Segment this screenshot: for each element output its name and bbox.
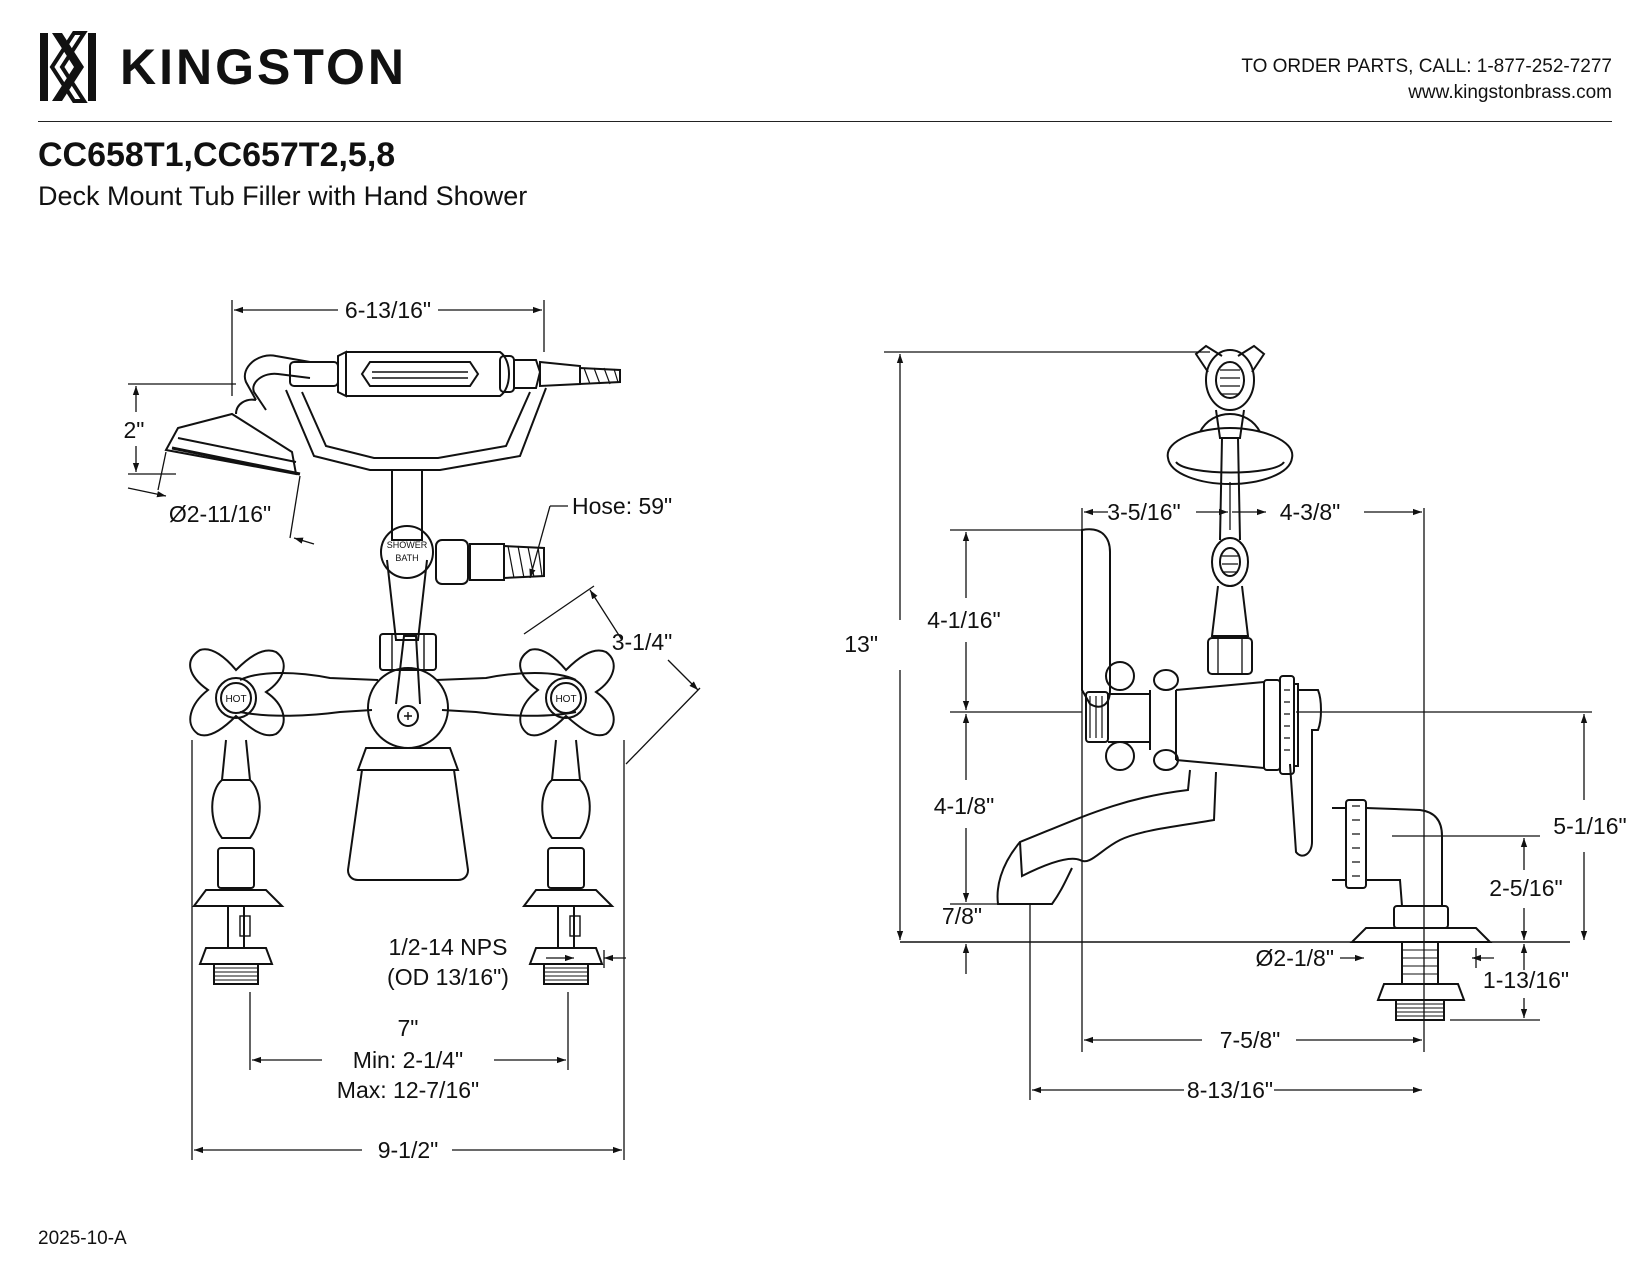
dim-outlet-height: 5-1/16" [1553,813,1626,839]
dim-spread-max: Max: 12-7/16" [337,1077,479,1103]
dim-depth-front: 3-5/16" [1107,499,1180,525]
dim-upper-height: 4-1/16" [927,607,1000,633]
brand-block: KINGSTON [38,28,407,106]
side-inlet-elbow [1332,799,1493,1021]
side-spout [996,769,1217,905]
side-shower-head [1166,344,1294,486]
hand-shower-head [164,354,311,476]
side-body [1149,669,1322,857]
dim-hose-length: Hose: 59" [572,493,672,519]
side-view [900,344,1570,1021]
dim-thread-size: 1/2-14 NPS [389,934,508,960]
front-view: SHOWER BATH [164,350,621,985]
left-handle-label: HOT [225,694,246,705]
dim-depth-mid: 7-5/8" [1220,1027,1281,1053]
dim-shower-width: 6-13/16" [345,297,431,323]
model-number: CC658T1,CC657T2,5,8 [38,136,396,174]
contact-info: TO ORDER PARTS, CALL: 1-877-252-7277 www… [1241,54,1612,106]
right-handle-label: HOT [555,694,576,705]
hand-shower-cradle [285,350,621,471]
upper-hex-nut [379,633,437,671]
right-cross-handle [519,648,615,985]
left-cross-handle [189,648,285,985]
brand-name: KINGSTON [120,39,407,95]
dim-shank-length: 1-13/16" [1483,967,1569,993]
order-phone: TO ORDER PARTS, CALL: 1-877-252-7277 [1241,56,1612,77]
diverter-label-bottom: BATH [395,553,418,563]
faucet-body [239,635,577,881]
dim-overall-width: 9-1/2" [378,1137,439,1163]
dim-total-height: 13" [844,631,878,657]
dim-shower-height: 2" [124,417,145,443]
website-link[interactable]: www.kingstonbrass.com [1408,82,1612,103]
header-divider [38,121,1612,122]
dim-depth-back: 4-3/8" [1280,499,1341,525]
dim-handle-diagonal: 3-1/4" [612,629,673,655]
side-view-dimensions [884,351,1592,1100]
diverter-assembly [380,469,545,641]
side-riser [1207,437,1253,675]
dim-shower-diameter: Ø2-11/16" [169,501,271,527]
dim-spout-clearance: 7/8" [942,903,982,929]
dim-flange-diameter: Ø2-1/8" [1256,945,1334,971]
kingston-logo-icon [40,31,96,103]
dim-spread-min: Min: 2-1/4" [353,1047,463,1073]
side-diverter-lever [1081,528,1111,708]
dim-inlet-height: 2-5/16" [1489,875,1562,901]
dim-spread-nominal: 7" [398,1015,419,1041]
dim-thread-od: (OD 13/16") [387,964,509,990]
document-revision: 2025-10-A [38,1228,127,1249]
dim-depth-total: 8-13/16" [1187,1077,1273,1103]
front-view-dimensions [127,300,701,1160]
product-description: Deck Mount Tub Filler with Hand Shower [38,181,528,211]
side-cross-handle [1085,661,1151,771]
diverter-label-top: SHOWER [387,540,428,550]
dim-lower-height: 4-1/8" [934,793,995,819]
